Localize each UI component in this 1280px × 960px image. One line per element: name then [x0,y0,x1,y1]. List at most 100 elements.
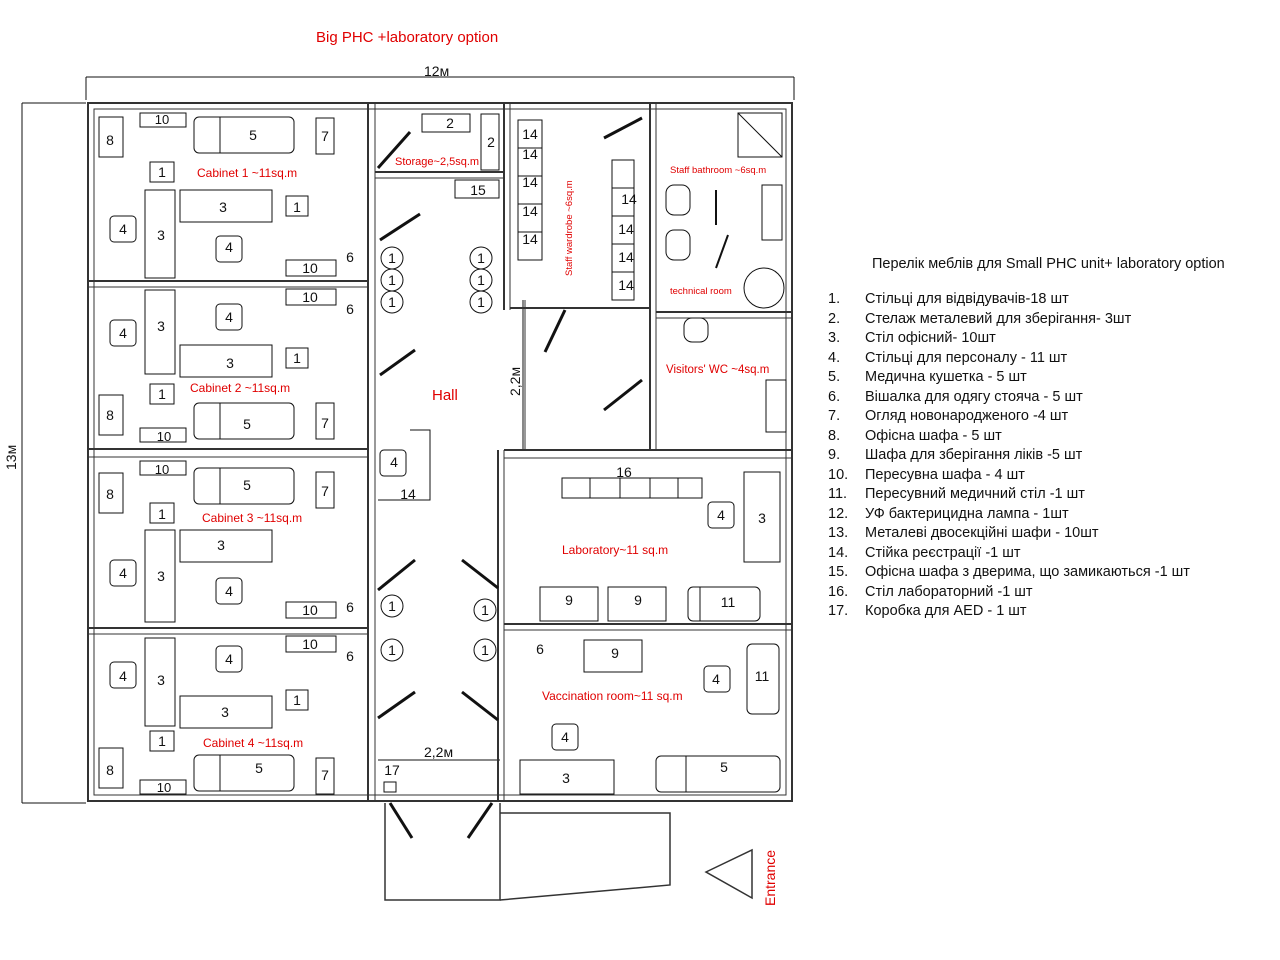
marker: 1 [158,386,166,402]
legend-item: 11. Пересувний медичний стіл -1 шт [828,485,1276,505]
marker: 3 [562,770,570,786]
marker: 2 [487,134,495,150]
marker: 1 [158,733,166,749]
marker: 10 [302,636,318,652]
marker: 17 [384,762,400,778]
label-cabinet1: Cabinet 1 ~11sq.m [197,166,297,180]
legend-text: Шафа для зберігання ліків -5 шт [865,447,1083,463]
marker: 1 [388,250,396,266]
label-laboratory: Laboratory~11 sq.m [562,543,668,557]
marker: 4 [717,507,725,523]
label-wardrobe: Staff wardrobe ~6sq.m [564,180,575,276]
marker: 3 [219,199,227,215]
label-cabinet4: Cabinet 4 ~11sq.m [203,736,303,750]
legend-item: 1.Стільці для відвідувачів-18 шт [828,290,1276,310]
furniture-legend: Перелік меблів для Small PHC unit+ labor… [828,256,1276,622]
marker: 8 [106,762,114,778]
legend-text: Вішалка для одягу стояча - 5 шт [865,388,1083,405]
legend-item: 4.Стільці для персоналу - 11 шт [828,349,1276,369]
label-cabinet2: Cabinet 2 ~11sq.m [190,381,290,395]
label-entrance: Entrance [762,850,778,906]
legend-item: 6. Вішалка для одягу стояча - 5 шт [828,388,1276,408]
marker: 10 [155,112,169,127]
marker: 6 [536,641,544,657]
marker: 1 [477,272,485,288]
legend-text: Стелаж металевий для зберігання- 3шт [865,310,1132,327]
legend-text: Стіл лабораторний -1 шт [865,583,1033,600]
marker: 5 [720,759,728,775]
legend-text: Коробка для AED - 1 шт [865,603,1027,619]
outer-wall [87,102,793,802]
legend-item: 5. Медична кушетка - 5 шт [828,368,1276,388]
legend-text: Пересувна шафа - 4 шт [865,466,1025,483]
marker: 14 [618,277,634,293]
legend-text: Металеві двосекційні шафи - 10шт [865,525,1099,541]
marker: 14 [522,231,538,247]
marker: 10 [302,260,318,276]
marker: 3 [217,537,225,553]
marker: 1 [477,294,485,310]
legend-text: Медична кушетка - 5 шт [865,369,1027,385]
marker: 1 [388,642,396,658]
legend-num: 11. [828,486,848,502]
legend-num: 7. [828,408,841,424]
legend-num: 10. [828,466,849,483]
marker: 14 [522,126,538,142]
marker: 10 [157,429,171,444]
legend-item: 16. Стіл лабораторний -1 шт [828,583,1276,603]
marker: 3 [157,568,165,584]
marker: 10 [157,780,171,795]
legend-num: 13. [828,525,849,541]
plan-title: Big PHC +laboratory option [316,29,499,46]
marker: 5 [255,760,263,776]
marker: 1 [388,598,396,614]
label-technical: technical room [670,286,732,297]
marker: 10 [155,462,169,477]
marker: 1 [481,642,489,658]
marker: 6 [346,599,354,615]
label-cabinet3: Cabinet 3 ~11sq.m [202,511,302,525]
marker: 4 [390,454,398,470]
marker: 1 [477,250,485,266]
legend-num: 15. [828,564,849,580]
marker: 4 [119,325,127,341]
dim-width: 12м [424,63,449,79]
legend-num: 6. [828,388,841,405]
legend-text: Стійка реєстрації -1 шт [865,544,1021,561]
legend-text: Пересувний медичний стіл -1 шт [865,486,1085,502]
marker: 1 [158,164,166,180]
legend-list: 1.Стільці для відвідувачів-18 шт 2. Стела… [828,290,1276,622]
legend-num: 16. [828,583,849,600]
label-hall: Hall [432,387,458,404]
marker: 3 [221,704,229,720]
marker: 7 [321,128,329,144]
marker: 9 [634,592,642,608]
marker: 8 [106,486,114,502]
legend-item: 14.Стійка реєстрації -1 шт [828,544,1276,564]
label-visitors-wc: Visitors' WC ~4sq.m [666,364,769,376]
legend-text: Офісна шафа з дверима, що замикаються -1… [865,564,1190,580]
marker: 14 [400,486,416,502]
marker: 6 [346,249,354,265]
marker: 15 [470,182,486,198]
marker: 3 [226,355,234,371]
marker: 3 [758,510,766,526]
marker: 9 [611,645,619,661]
legend-text: Стіл офісний- 10шт [865,330,996,346]
legend-num: 5. [828,369,841,385]
legend-num: 1. [828,291,841,307]
legend-item: 17.Коробка для AED - 1 шт [828,602,1276,622]
legend-num: 3. [828,330,841,346]
marker: 9 [565,592,573,608]
marker: 1 [388,272,396,288]
legend-num: 2. [828,310,841,327]
marker: 3 [157,227,165,243]
legend-num: 8. [828,427,841,444]
marker: 14 [522,174,538,190]
marker: 14 [618,249,634,265]
marker: 7 [321,483,329,499]
legend-item: 3. Стіл офісний- 10шт [828,329,1276,349]
legend-item: 10. Пересувна шафа - 4 шт [828,466,1276,486]
dim-corridor-bottom: 2,2м [424,744,453,760]
dim-corridor-top: 2,2м [507,367,523,396]
